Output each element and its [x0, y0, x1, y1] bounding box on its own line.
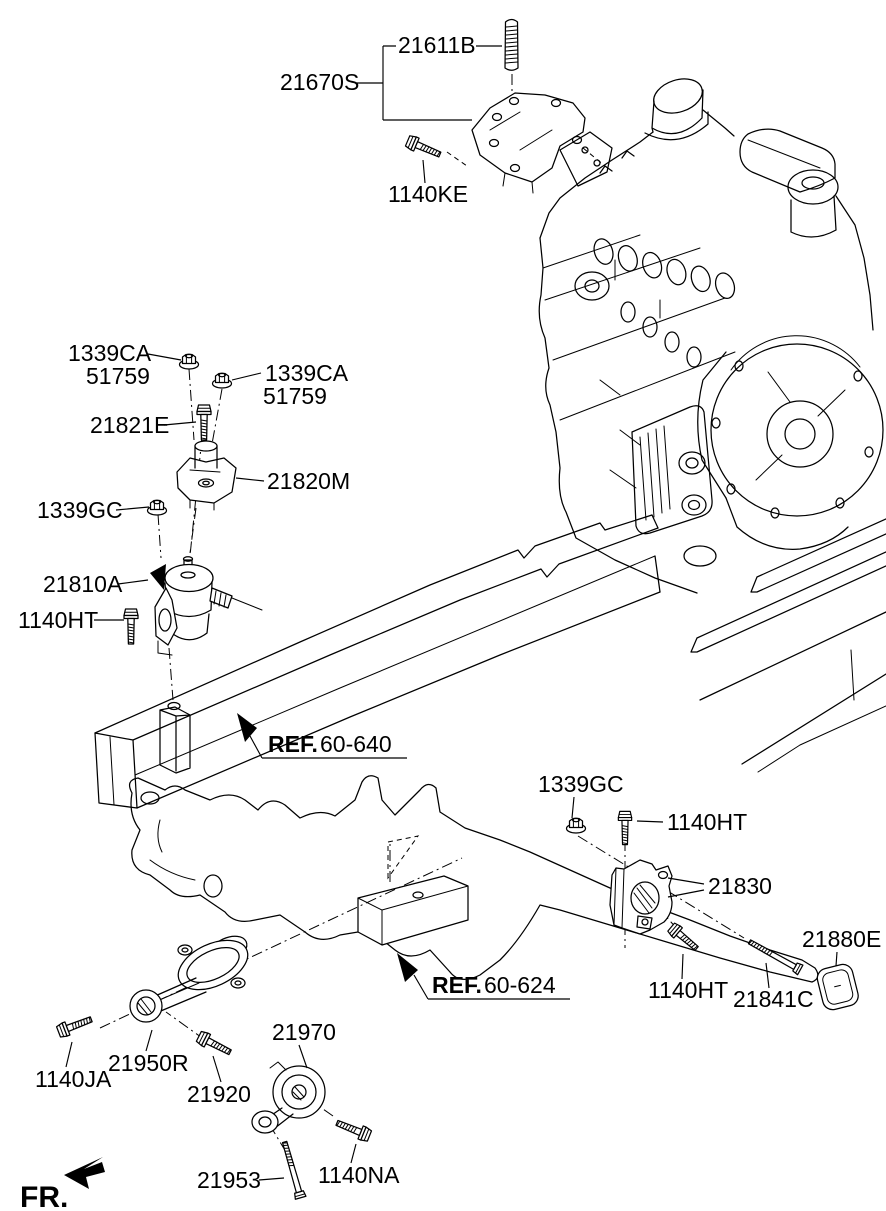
ref-60-640-prefix: REF.: [268, 731, 318, 757]
part-21920-bolt-drawing: [195, 1029, 234, 1060]
ref-60-624-prefix: REF.: [432, 972, 482, 998]
ref-60-624-code: 60-624: [484, 972, 556, 998]
callout-21953: 21953: [197, 1167, 261, 1193]
part-21810a-mount-drawing: [150, 556, 263, 656]
callout-1140ht-1: 1140HT: [18, 607, 98, 633]
leader-lines: [65, 45, 838, 1181]
ref-60-640-arrow-icon: [237, 713, 257, 742]
part-1339gc-nut-1-drawing: [146, 499, 168, 516]
part-1339ca-nut-1-drawing: [178, 353, 200, 370]
callout-21670s: 21670S: [280, 69, 359, 95]
front-direction-label: FR.: [20, 1181, 68, 1211]
part-21830-mount-drawing: [609, 859, 673, 935]
engine-illustration: [538, 78, 884, 594]
part-1140ja-bolt-drawing: [55, 1012, 95, 1040]
callout-21880e: 21880E: [802, 926, 881, 952]
part-21670s-bracket-drawing: [471, 92, 586, 194]
part-1339ca-nut-2-drawing: [211, 372, 233, 389]
part-21950r-roll-rod-drawing: [129, 935, 249, 1023]
callout-1339gc-2: 1339GC: [538, 771, 624, 797]
part-21821e-bolt-drawing: [196, 404, 212, 441]
part-1140ht-bolt-1-drawing: [123, 608, 139, 645]
callout-1339gc-1: 1339GC: [37, 497, 123, 523]
callout-21820m: 21820M: [267, 468, 350, 494]
side-member-rail-illustration: [94, 514, 886, 809]
part-1140ht-bolt-3-drawing: [666, 921, 702, 955]
part-1339gc-nut-2-drawing: [565, 817, 587, 834]
callout-51759-2: 51759: [263, 383, 327, 409]
callout-1140ja: 1140JA: [35, 1066, 112, 1092]
part-21611b-stud-drawing: [504, 18, 519, 71]
part-1140na-bolt-drawing: [333, 1115, 373, 1144]
callout-1140ke: 1140KE: [388, 181, 468, 207]
ref-60-640-code: 60-640: [320, 731, 392, 757]
callout-21920: 21920: [187, 1081, 251, 1107]
callout-51759-1: 51759: [86, 363, 150, 389]
ref-60-624-arrow-icon: [397, 953, 418, 982]
callout-21970: 21970: [272, 1019, 336, 1045]
part-21880e-cover-drawing: [816, 963, 859, 1011]
callout-21841c: 21841C: [733, 986, 814, 1012]
part-1140ht-bolt-2-drawing: [617, 810, 633, 846]
front-direction-arrow-icon: [64, 1157, 105, 1189]
callout-1140ht-3: 1140HT: [648, 977, 728, 1003]
callout-1339ca-2: 1339CA: [265, 360, 349, 386]
callout-21810a: 21810A: [43, 571, 123, 597]
part-21820m-bracket-drawing: [176, 440, 237, 511]
part-1140ke-bolt-drawing: [404, 133, 444, 162]
part-21953-bolt-drawing: [278, 1139, 307, 1200]
callout-1140na: 1140NA: [318, 1162, 400, 1188]
callout-1140ht-2: 1140HT: [667, 809, 747, 835]
callout-1339ca-1: 1339CA: [68, 340, 152, 366]
callout-21821e: 21821E: [90, 412, 169, 438]
callout-21611b: 21611B: [398, 32, 476, 58]
callout-21950r: 21950R: [108, 1050, 189, 1076]
callout-21830: 21830: [708, 873, 772, 899]
part-21970-damper-drawing: [251, 1061, 326, 1134]
part-21841c-bolt-drawing: [746, 936, 804, 976]
crossmember-illustration: [128, 775, 819, 983]
